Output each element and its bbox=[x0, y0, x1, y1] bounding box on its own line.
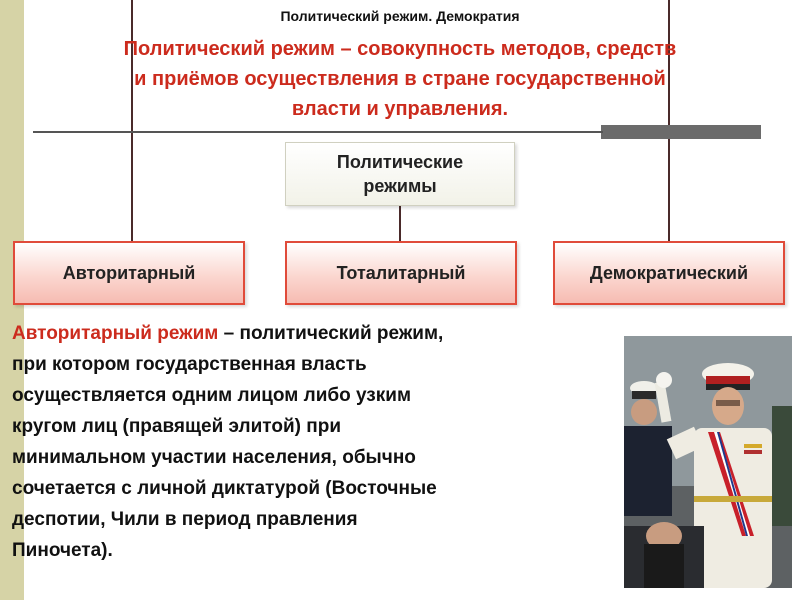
definition-text-line: минимальном участии населения, обычно bbox=[12, 447, 416, 468]
decor-gray-bar bbox=[601, 125, 761, 139]
frame-line-right-vertical bbox=[668, 0, 670, 242]
definition-line: и приёмов осуществления в стране государ… bbox=[134, 68, 666, 90]
definition-text-line: деспотии, Чили в период правления bbox=[12, 509, 358, 530]
frame-line-left-vertical bbox=[131, 0, 133, 242]
definition-text-line: Пиночета). bbox=[12, 540, 113, 561]
definition-line: Политический режим – совокупность методо… bbox=[123, 38, 677, 60]
definition-term: Авторитарный режим bbox=[12, 323, 219, 344]
root-label-line: режимы bbox=[363, 176, 437, 196]
authoritarian-definition: Авторитарный режим – политический режим,… bbox=[12, 318, 622, 566]
definition-text-line: осуществляется одним лицом либо узким bbox=[12, 385, 411, 406]
definition-text-line: при котором государственная власть bbox=[12, 354, 367, 375]
photo-illustration bbox=[624, 336, 792, 588]
pinochet-parade-photo bbox=[624, 336, 792, 588]
definition-text-line: кругом лиц (правящей элитой) при bbox=[12, 416, 342, 437]
regime-box-authoritarian: Авторитарный bbox=[13, 241, 245, 305]
definition-heading: Политический режим – совокупность методо… bbox=[30, 34, 770, 124]
regime-box-democratic: Демократический bbox=[553, 241, 785, 305]
definition-text-line: сочетается с личной диктатурой (Восточны… bbox=[12, 478, 437, 499]
regime-box-totalitarian: Тоталитарный bbox=[285, 241, 517, 305]
divider-line bbox=[33, 131, 603, 133]
root-label-line: Политические bbox=[336, 152, 464, 172]
frame-line-center-vertical bbox=[399, 206, 401, 242]
political-regimes-box: Политические режимы bbox=[285, 142, 515, 206]
definition-text-line: – политический режим, bbox=[218, 323, 444, 344]
definition-line: власти и управления. bbox=[291, 98, 509, 120]
slide-title: Политический режим. Демократия bbox=[280, 8, 520, 24]
